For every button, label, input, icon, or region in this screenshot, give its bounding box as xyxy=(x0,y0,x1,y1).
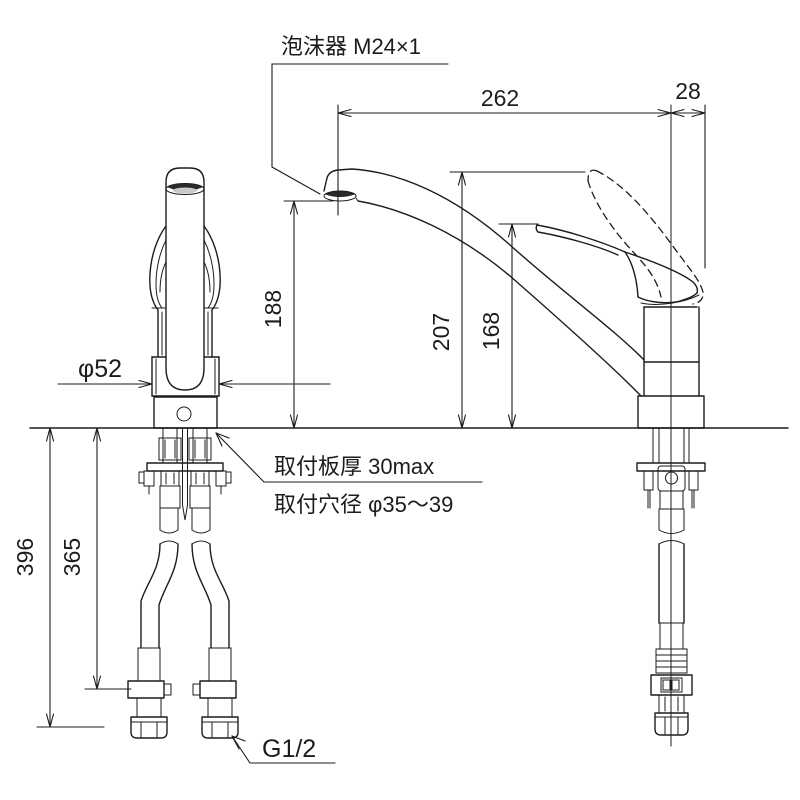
dim-hose-to-nut: 365 xyxy=(59,538,85,576)
side-spout xyxy=(323,168,645,397)
front-mounting-plate xyxy=(146,462,224,472)
front-view xyxy=(127,167,239,739)
dim-hose-total: 396 xyxy=(12,538,38,576)
front-aerator-icon xyxy=(165,183,205,195)
dim-rear-offset: 28 xyxy=(675,78,701,104)
dim-spout-height: 188 xyxy=(260,290,286,328)
front-spout-tube xyxy=(165,167,205,391)
front-hose-left-end xyxy=(127,647,172,739)
front-hose-right-end xyxy=(192,647,239,739)
thread-leader xyxy=(231,735,336,764)
front-under-counter xyxy=(127,427,239,739)
mounting-leader xyxy=(215,432,483,483)
dimension-texts: 泡沫器 M24×1 262 28 188 207 168 φ52 396 365… xyxy=(12,34,701,763)
front-base xyxy=(153,396,218,429)
front-center-bolt xyxy=(182,427,188,521)
front-body xyxy=(151,309,220,397)
aerator-label: 泡沫器 M24×1 xyxy=(281,34,421,59)
dim-total-height: 207 xyxy=(428,313,454,351)
dim-spout-reach: 262 xyxy=(481,85,519,111)
dim-handle-height: 168 xyxy=(478,312,504,350)
thread-size-label: G1/2 xyxy=(262,735,316,763)
front-base-screw-icon xyxy=(176,406,192,422)
dim-body-diameter: φ52 xyxy=(78,355,122,383)
mount-thickness-label: 取付板厚 30max xyxy=(274,454,434,479)
dimension-lines xyxy=(36,63,706,764)
side-view xyxy=(323,104,706,747)
side-handle-raised-dashed xyxy=(587,169,704,305)
aerator-leader xyxy=(271,63,449,195)
side-handle xyxy=(535,224,700,305)
side-aerator-icon xyxy=(323,190,357,202)
front-handle xyxy=(149,225,221,311)
mount-hole-label: 取付穴径 φ35～39 xyxy=(274,492,453,517)
